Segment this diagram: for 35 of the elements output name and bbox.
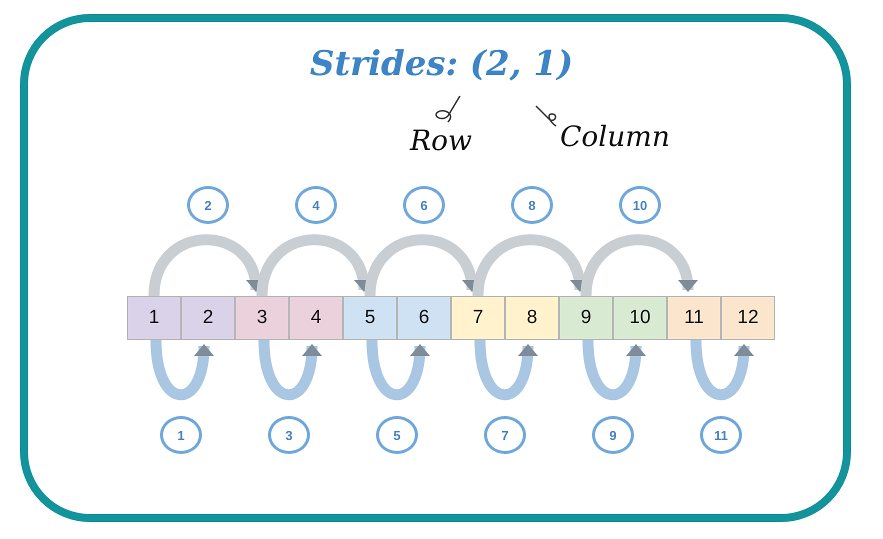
- array-cell: 2: [181, 296, 235, 340]
- curved-arrow: [258, 340, 322, 400]
- curved-arrow: [580, 234, 697, 297]
- curved-arrow: [150, 340, 214, 400]
- curved-arrow: [366, 340, 430, 400]
- array-cell: 6: [397, 296, 451, 340]
- array-cell: 9: [559, 296, 613, 340]
- handwritten-label: Column: [560, 120, 670, 153]
- array-cell: 3: [235, 296, 289, 340]
- array-cell: 12: [721, 296, 775, 340]
- step-number: 3: [268, 416, 310, 454]
- handwritten-label: Row: [410, 124, 472, 157]
- curved-arrow: [474, 340, 538, 400]
- array-cell: 4: [289, 296, 343, 340]
- step-number: 5: [376, 416, 418, 454]
- step-number: 4: [295, 186, 337, 224]
- step-number: 6: [403, 186, 445, 224]
- step-number: 10: [619, 186, 661, 224]
- leader-line: [535, 105, 556, 127]
- step-number: 9: [592, 416, 634, 454]
- step-number: 11: [700, 416, 742, 454]
- step-number: 7: [484, 416, 526, 454]
- array-cell: 11: [667, 296, 721, 340]
- array-cell: 10: [613, 296, 667, 340]
- array-cell: 8: [505, 296, 559, 340]
- curved-arrow: [582, 340, 646, 400]
- title: Strides: (2, 1): [308, 44, 574, 84]
- curved-arrow: [690, 340, 754, 400]
- array-cell: 7: [451, 296, 505, 340]
- array-cell: 1: [127, 296, 181, 340]
- array-cell: 5: [343, 296, 397, 340]
- step-number: 1: [160, 416, 202, 454]
- step-number: 2: [187, 186, 229, 224]
- step-number: 8: [511, 186, 553, 224]
- leader-line: [435, 96, 461, 122]
